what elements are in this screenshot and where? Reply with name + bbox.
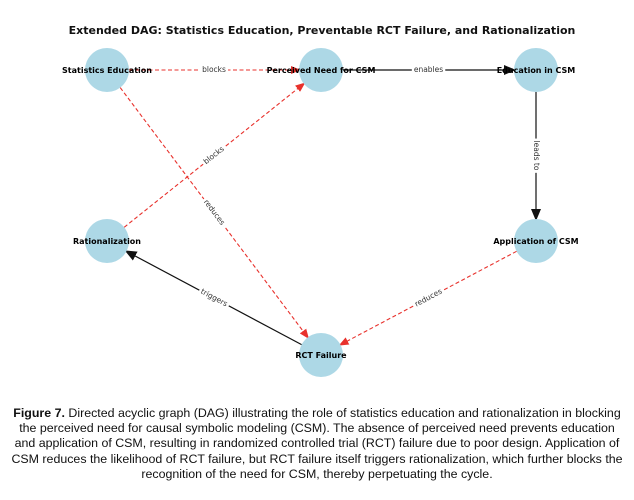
edge-label-group-1: reduces (199, 195, 229, 230)
node-label-edu: Education in CSM (497, 66, 576, 75)
edge-label-background (200, 64, 228, 75)
labels-layer: blocks reduces enables leads to reduces trigg… (62, 64, 579, 360)
edge-label-background (199, 142, 229, 169)
edge-label-group-0: blocks (200, 64, 228, 75)
edge-label-group-6: blocks (199, 142, 229, 169)
node-app (514, 219, 558, 263)
dag-diagram: Extended DAG: Statistics Education, Prev… (62, 24, 579, 377)
edge-label-group-3: leads to (531, 138, 542, 173)
node-label-need: Perceived Need for CSM (267, 66, 376, 75)
nodes-layer (85, 48, 558, 377)
node-stats (85, 48, 129, 92)
figure-label: Figure 7. (13, 406, 65, 420)
node-label-app: Application of CSM (493, 237, 578, 246)
edges-layer (119, 65, 541, 346)
edge-label-group-4: reduces (410, 284, 446, 311)
node-label-rct: RCT Failure (295, 351, 347, 360)
edge-label-group-2: enables (411, 64, 446, 75)
caption-text: Directed acyclic graph (DAG) illustratin… (11, 406, 623, 481)
diagram-title: Extended DAG: Statistics Education, Prev… (69, 24, 576, 37)
edge-label: blocks (202, 65, 226, 74)
figure-caption: Figure 7. Directed acyclic graph (DAG) i… (10, 406, 624, 498)
edge-label: leads to (532, 141, 541, 171)
edge-label-group-5: triggers (196, 284, 232, 311)
edge-label-background (196, 284, 232, 311)
node-edu (514, 48, 558, 92)
node-need (299, 48, 343, 92)
edge-label-background (411, 64, 446, 75)
node-label-stats: Statistics Education (62, 66, 152, 75)
edge-label: enables (414, 65, 443, 74)
edge-label-background (531, 138, 542, 173)
edge-label-background (410, 284, 446, 311)
node-label-rat: Rationalization (73, 237, 141, 246)
edge-label: reduces (202, 198, 227, 227)
node-rat (85, 219, 129, 263)
edge-rat-to-need (123, 82, 306, 228)
edge-label-background (199, 195, 229, 230)
node-rct (299, 333, 343, 377)
